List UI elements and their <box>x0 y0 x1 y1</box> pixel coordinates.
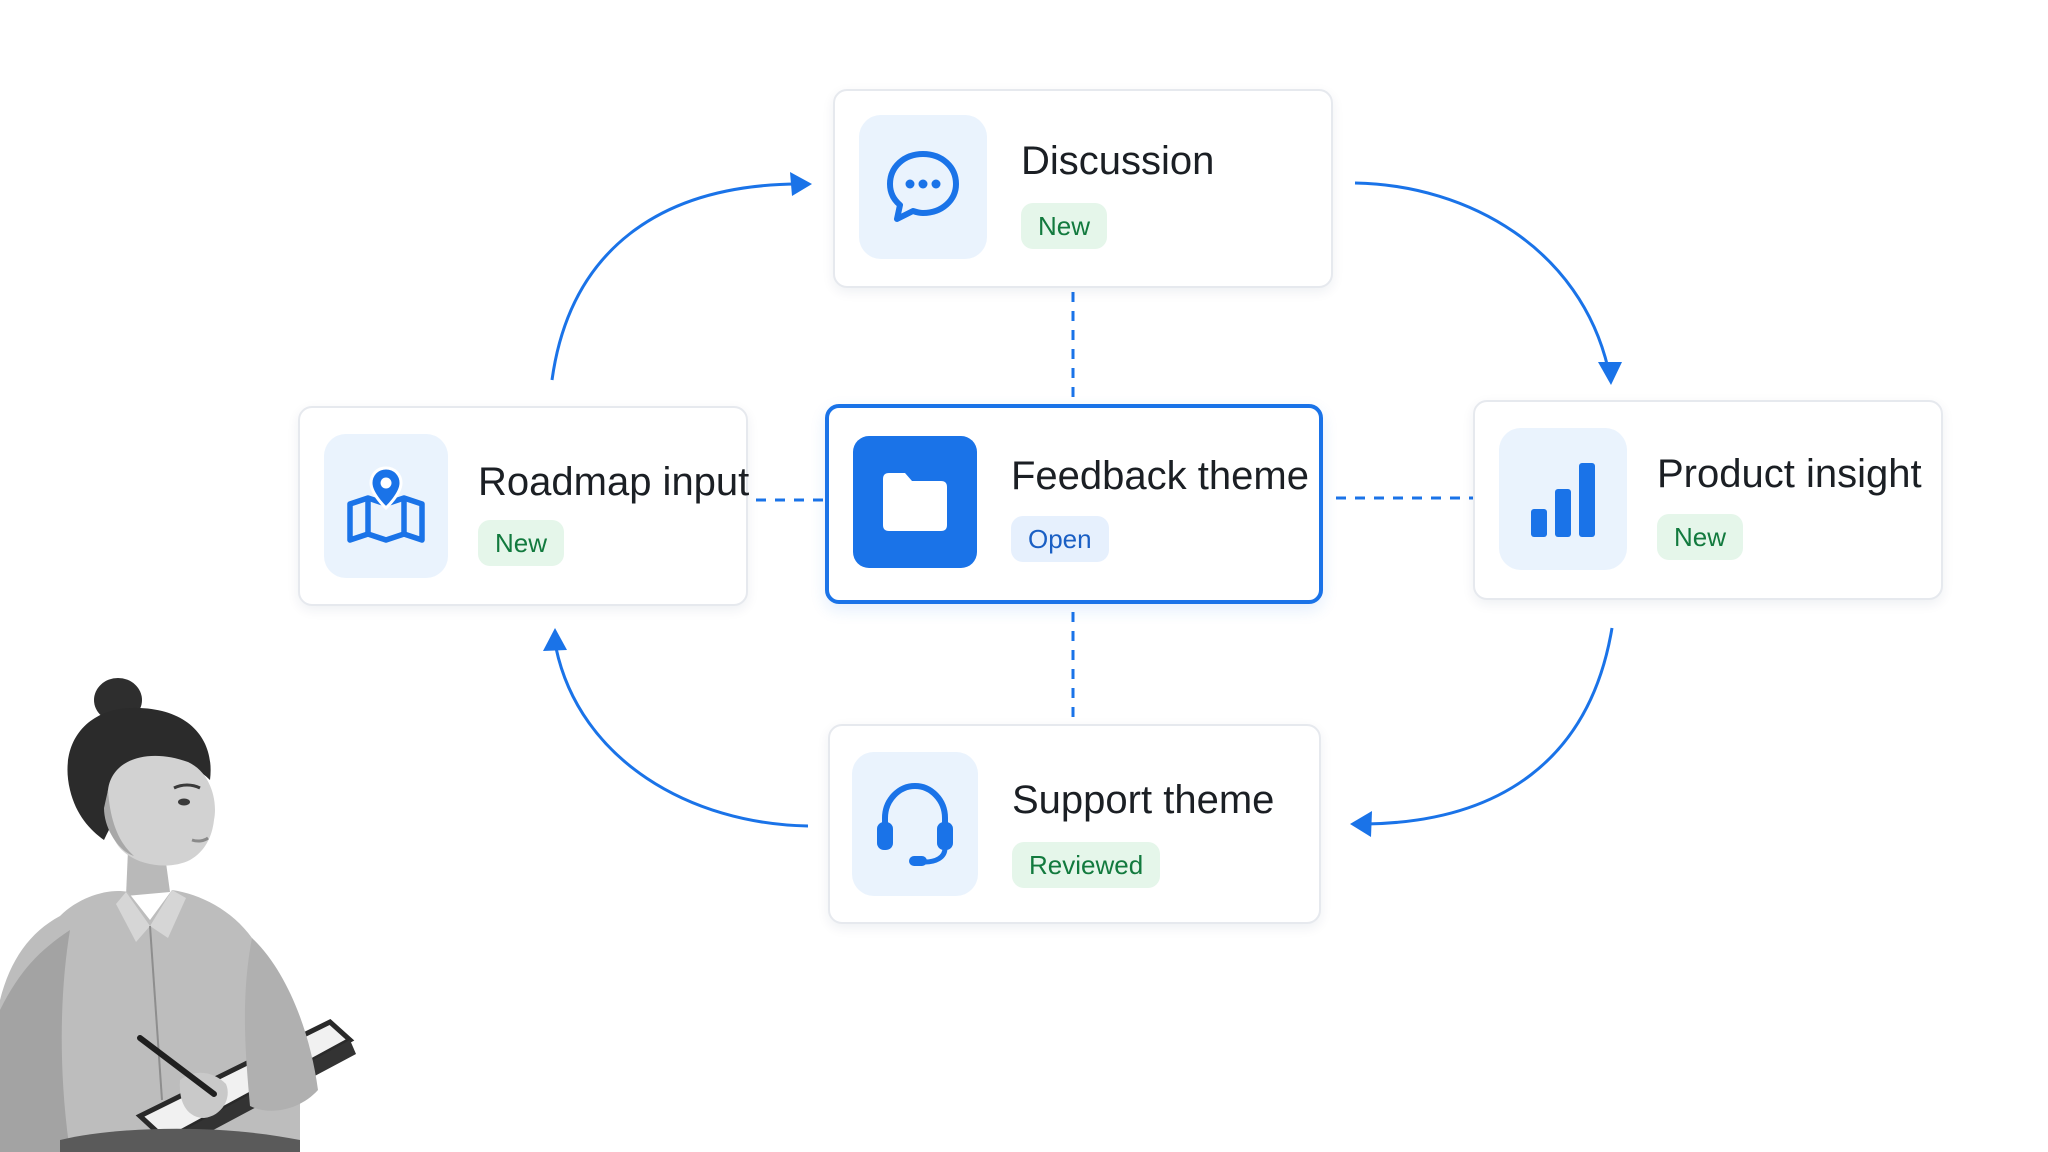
bar-chart-icon <box>1531 463 1595 537</box>
pen <box>137 1035 217 1097</box>
right-arm <box>244 938 318 1111</box>
chat-bubble-icon <box>887 151 959 222</box>
eye <box>178 798 190 806</box>
folder-icon <box>883 473 947 531</box>
arrowhead-support-in <box>1350 811 1372 837</box>
node-discussion[interactable]: Discussion New <box>833 89 1333 288</box>
legs <box>60 1128 300 1152</box>
map-pin-icon <box>347 466 425 543</box>
collar-right <box>150 890 186 938</box>
collar <box>116 892 150 942</box>
insight-icon-tile <box>1499 428 1627 570</box>
feedback-icon-tile <box>853 436 977 568</box>
shirt-shade <box>0 930 70 1152</box>
node-feedback-theme[interactable]: Feedback theme Open <box>825 404 1323 604</box>
cycle-arrow-discussion-to-insight <box>1354 181 1610 369</box>
status-badge: New <box>1657 514 1744 560</box>
arrowhead-roadmap-in <box>543 628 567 651</box>
node-support-theme[interactable]: Support theme Reviewed <box>828 724 1321 924</box>
node-title: Roadmap input <box>478 460 750 504</box>
node-title: Support theme <box>1012 778 1275 822</box>
status-badge: New <box>478 520 565 566</box>
face <box>106 755 215 866</box>
face-shadow <box>104 790 134 856</box>
support-icon-tile <box>852 752 978 896</box>
writing-hand <box>179 1072 228 1118</box>
arrowhead-insight-in <box>1598 362 1622 385</box>
lips <box>191 836 209 843</box>
cycle-arrow-insight-to-support <box>1365 627 1614 826</box>
discussion-icon-tile <box>859 115 987 259</box>
node-title: Product insight <box>1657 452 1922 496</box>
brow <box>173 783 201 790</box>
status-badge: Reviewed <box>1012 842 1161 888</box>
arrowhead-discussion-in <box>790 172 812 196</box>
node-title: Feedback theme <box>1011 454 1309 498</box>
node-title: Discussion <box>1021 139 1215 183</box>
node-roadmap-input[interactable]: Roadmap input New <box>298 406 750 606</box>
headset-icon <box>877 782 953 866</box>
woman-writing-in-notebook-illustration <box>0 678 356 1152</box>
cycle-arrow-support-to-roadmap <box>554 647 809 828</box>
status-badge: New <box>1021 203 1108 249</box>
roadmap-icon-tile <box>324 434 448 578</box>
cycle-arrow-roadmap-to-discussion <box>550 182 799 381</box>
status-badge: Open <box>1011 516 1109 562</box>
node-product-insight[interactable]: Product insight New <box>1473 400 1943 600</box>
button-placket <box>149 925 163 1101</box>
